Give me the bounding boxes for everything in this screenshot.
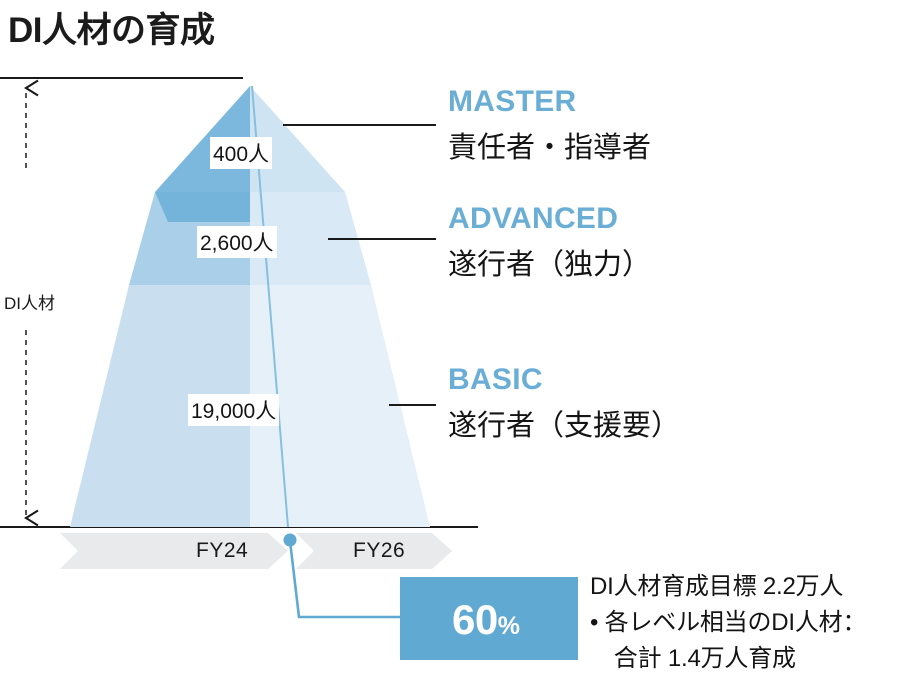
pyramid-value-advanced: 2,600人 xyxy=(197,226,277,258)
vertical-span-label: DI人材 xyxy=(2,288,57,315)
pyramid-advanced-accent xyxy=(155,192,250,222)
percent-sign: % xyxy=(497,612,520,640)
callout-anchor-dot xyxy=(283,533,297,547)
pyramid-advanced-right xyxy=(250,192,371,285)
pyramid-value-basic: 19,000人 xyxy=(188,394,280,426)
level-desc-basic: 遂行者（支援要） xyxy=(448,410,681,442)
callout-note-3: 合計 1.4万人育成 xyxy=(590,645,796,672)
pyramid-value-master: 400人 xyxy=(210,137,273,169)
level-name-master: MASTER xyxy=(448,85,577,118)
pyramid-master-right xyxy=(250,86,345,192)
pyramid-basic-left xyxy=(70,285,250,527)
level-desc-master: 責任者・指導者 xyxy=(448,132,652,164)
callout-connector xyxy=(288,540,400,619)
level-desc-advanced: 遂行者（独力） xyxy=(448,249,652,281)
chevron-fy26 xyxy=(296,533,452,569)
percent-box xyxy=(400,577,578,660)
timeline-label-fy26: FY26 xyxy=(353,539,406,562)
percent-number: 60 xyxy=(452,596,498,643)
callout-note-1: DI人材育成目標 2.2万人 xyxy=(590,573,844,600)
percent-value: 60% xyxy=(452,596,520,644)
level-name-advanced: ADVANCED xyxy=(448,202,619,235)
callout-note-2: • 各レベル相当のDI人材： xyxy=(590,609,867,636)
level-name-basic: BASIC xyxy=(448,363,543,396)
timeline-label-fy24: FY24 xyxy=(196,539,249,562)
pyramid-basic-right xyxy=(250,285,430,527)
page-title: DI人材の育成 xyxy=(8,11,215,50)
chevron-fy24 xyxy=(60,533,288,569)
